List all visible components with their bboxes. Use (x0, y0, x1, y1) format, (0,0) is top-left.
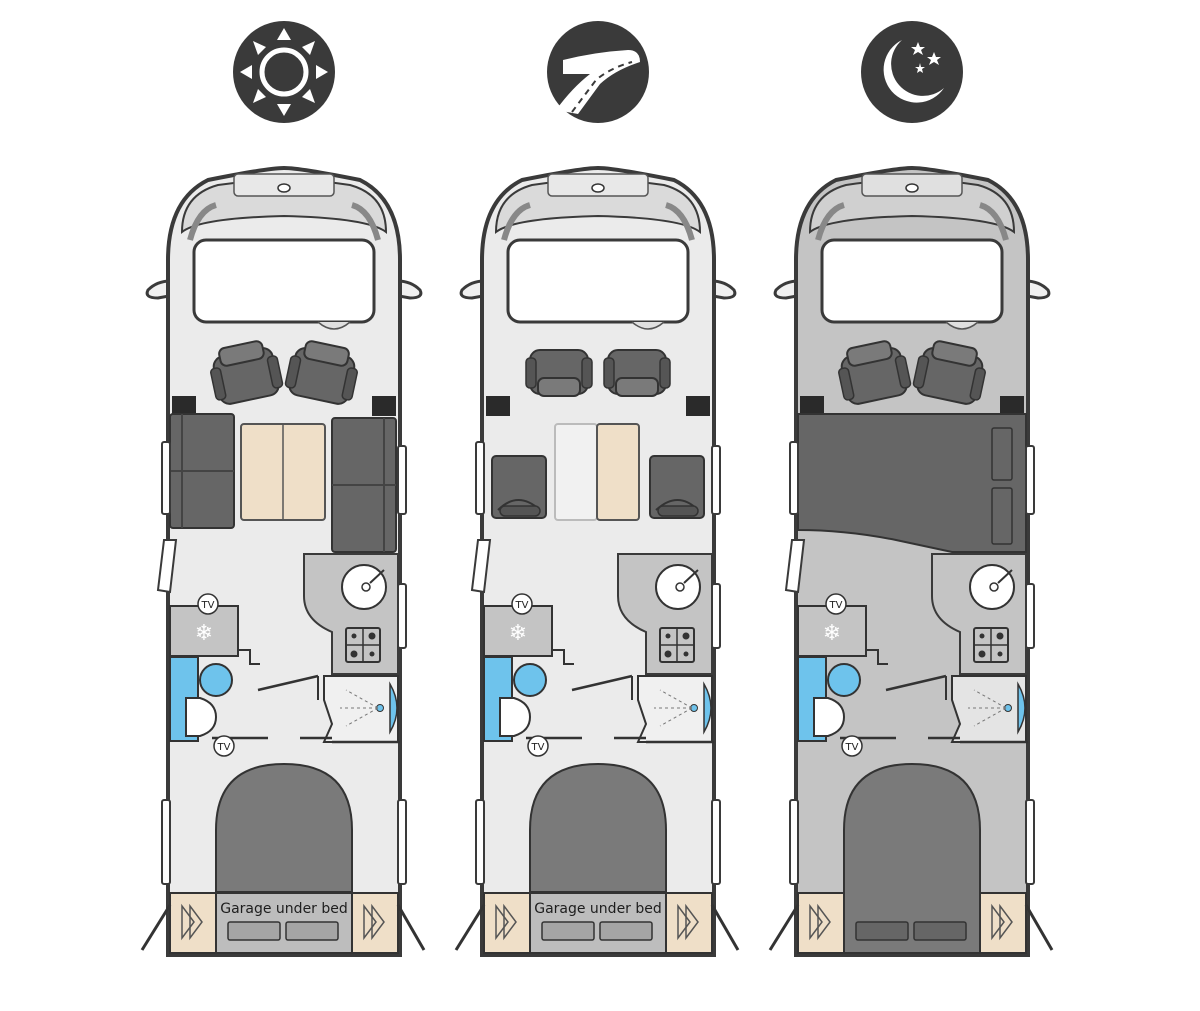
van-drive: ❄ TV TV (454, 165, 740, 957)
sink (341, 564, 387, 610)
tv-marker-bottom: TV (213, 735, 235, 757)
shower (322, 675, 399, 743)
garage-label: Garage under bed (220, 901, 348, 917)
passenger-seat (912, 340, 986, 405)
svg-text:TV: TV (531, 742, 545, 753)
tv-marker-top: TV (511, 593, 533, 615)
svg-text:TV: TV (515, 600, 529, 611)
lounge-bed (797, 413, 1027, 553)
snowflake-icon: ❄ (509, 621, 527, 646)
shower (636, 675, 713, 743)
garage-label: Garage under bed (534, 901, 662, 917)
travel-seat-right (649, 455, 705, 519)
svg-text:TV: TV (217, 742, 231, 753)
passenger-seat (284, 340, 358, 405)
dining-table-folded (554, 423, 598, 521)
rear-bed (215, 762, 353, 893)
rear-bed (529, 762, 667, 893)
tv-label: TV (201, 600, 215, 611)
moon-stars-icon (861, 21, 963, 123)
toilet (827, 663, 861, 697)
sun-icon (233, 21, 335, 123)
shower (950, 675, 1027, 743)
windscreen (192, 238, 376, 324)
snowflake-icon: ❄ (823, 621, 841, 646)
van-night: ❄ TV TV (768, 165, 1054, 957)
van-day: ❄ TV TV (140, 165, 426, 957)
sink (655, 564, 701, 610)
driver-seat (210, 340, 284, 405)
toilet (513, 663, 547, 697)
driver-seat (525, 349, 593, 397)
fridge (483, 605, 553, 657)
travel-seat-left (491, 455, 547, 519)
tv-marker-bottom: TV (841, 735, 863, 757)
tv-marker-top: TV (825, 593, 847, 615)
road-icon (547, 21, 649, 123)
fridge (169, 605, 239, 657)
driver-seat (838, 340, 912, 405)
passenger-seat (603, 349, 671, 397)
windscreen (820, 238, 1004, 324)
svg-text:TV: TV (845, 742, 859, 753)
svg-text:TV: TV (829, 600, 843, 611)
rear-bed (843, 762, 981, 954)
sink (969, 564, 1015, 610)
fridge (797, 605, 867, 657)
snowflake-icon: ❄ (195, 621, 213, 646)
toilet (199, 663, 233, 697)
tv-marker-top: TV (197, 593, 219, 615)
windscreen (506, 238, 690, 324)
tv-marker-bottom: TV (527, 735, 549, 757)
